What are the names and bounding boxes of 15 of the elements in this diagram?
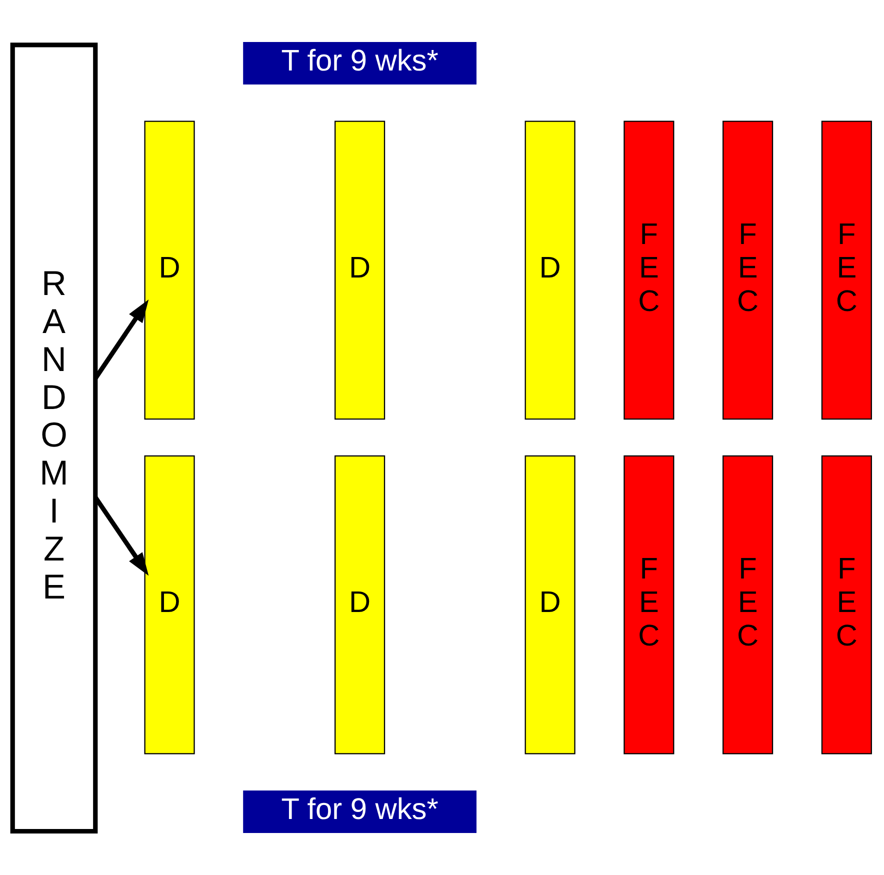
node-box: FEC: [722, 120, 774, 420]
node-box: D: [334, 455, 386, 754]
node-box: FEC: [722, 455, 774, 754]
node-box: FEC: [624, 455, 674, 754]
node-box: T for 9 wks*: [243, 42, 476, 85]
node-box: D: [524, 120, 576, 420]
node-box: D: [144, 455, 195, 754]
node-box: D: [144, 120, 195, 420]
node-box: FEC: [821, 120, 872, 420]
node-box: FEC: [624, 120, 674, 420]
node-box: T for 9 wks*: [243, 790, 476, 833]
node-box: RANDOMIZE: [10, 42, 98, 834]
node-box: FEC: [821, 455, 872, 754]
node-box: D: [524, 455, 576, 754]
node-box: D: [334, 120, 386, 420]
